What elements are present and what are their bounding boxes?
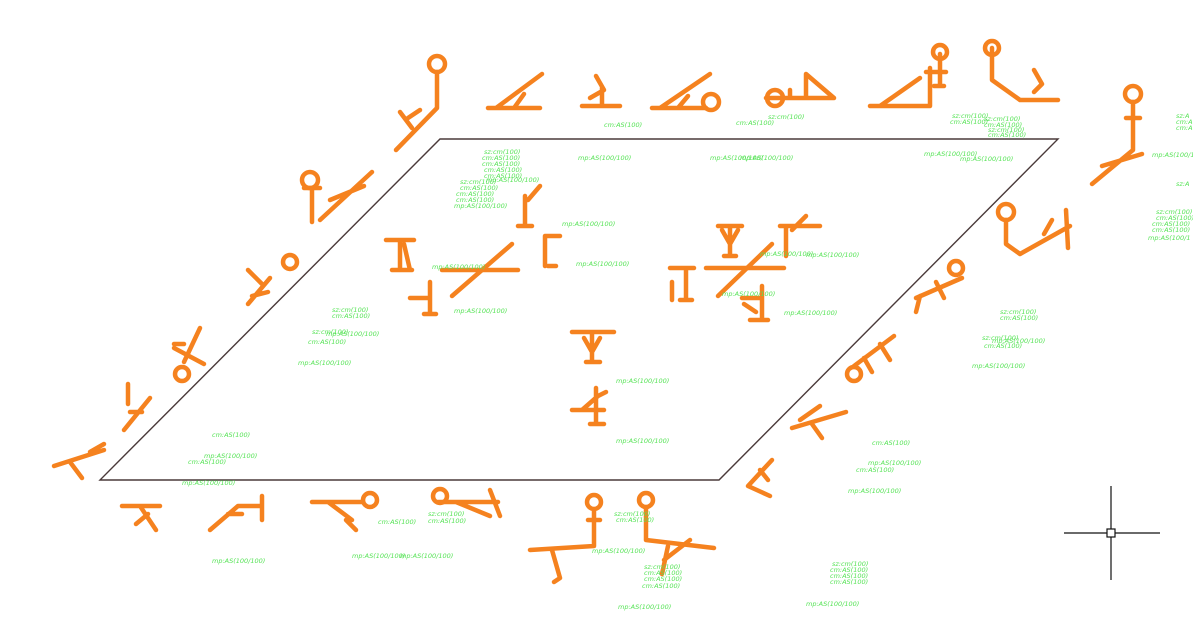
annotation-label: cm:A (1176, 118, 1193, 126)
right-top-fitting (1089, 83, 1145, 187)
annotation-label: mp:AS(100/100) (618, 603, 671, 611)
slab-outline (98, 138, 1060, 481)
top-edge-fittings (485, 38, 1061, 113)
annotation-label: mp:AS(100/100) (972, 362, 1025, 370)
annotation-label: mp:AS(100/100) (616, 437, 669, 445)
annotation-label: cm:AS(100) (460, 184, 498, 192)
pipe-group-right (667, 213, 823, 323)
annotation-label: cm:A (1176, 124, 1193, 132)
annotation-label: cm:AS(100) (428, 517, 466, 525)
annotation-label: mp:AS(100/100) (740, 154, 793, 162)
pipe-group-left (383, 183, 563, 317)
crosshair-box (1106, 528, 1116, 538)
annotation-label: cm:AS(100) (484, 172, 522, 180)
annotation-label: cm:AS(100) (830, 578, 868, 586)
annotation-label: sz:cm(100) (460, 178, 496, 186)
annotation-label: cm:AS(100) (482, 154, 520, 162)
annotation-label: mp:AS(100/100) (960, 155, 1013, 163)
annotation-label: mp:AS(100/100) (806, 600, 859, 608)
annotation-label: cm:AS(100) (456, 196, 494, 204)
annotation-label: cm:AS(100) (642, 582, 680, 590)
annotation-label: mp:AS(100/100) (486, 176, 539, 184)
pipe-fittings (51, 38, 1145, 585)
annotation-label: cm:AS(100) (188, 458, 226, 466)
annotation-label: cm:AS(100) (1152, 226, 1190, 234)
annotation-label: cm:AS(100) (856, 466, 894, 474)
annotation-label: mp:AS(100/100) (326, 330, 379, 338)
annotation-label: mp:AS(100/100) (212, 557, 265, 565)
annotation-label: mp:AS(100/100) (806, 251, 859, 259)
annotation-label: cm:AS(100) (984, 342, 1022, 350)
annotation-label: mp:AS(100/100) (454, 307, 507, 315)
annotation-label: cm:AS(100) (950, 118, 988, 126)
bottom-edge-fittings (119, 486, 717, 585)
annotation-label: mp:AS(100/100) (760, 250, 813, 258)
crosshair-cursor[interactable] (1064, 486, 1160, 580)
annotation-label: mp:AS(100/100) (992, 337, 1045, 345)
annotation-label: mp:AS(100/100) (562, 220, 615, 228)
annotation-label: mp:AS(100/100) (432, 263, 485, 271)
annotation-label: mp:AS(100/100) (616, 377, 669, 385)
annotation-label: mp:AS(100/100) (182, 479, 235, 487)
annotation-label: cm:AS(100) (1152, 220, 1190, 228)
annotation-label: mp:AS(100/100) (722, 290, 775, 298)
annotation-label: cm:AS(100) (988, 131, 1026, 139)
annotation-label: cm:AS(100) (984, 121, 1022, 129)
annotation-label: cm:AS(100) (736, 119, 774, 127)
annotation-label: sz:cm(100) (614, 510, 650, 518)
annotation-label: mp:AS(100/100) (454, 202, 507, 210)
annotation-label: sz:cm(100) (832, 560, 868, 568)
annotation-label: cm:AS(100) (378, 518, 416, 526)
annotation-label: cm:AS(100) (830, 572, 868, 580)
annotation-label: cm:AS(100) (644, 569, 682, 577)
annotation-label: cm:AS(100) (332, 312, 370, 320)
annotation-label: sz:cm(100) (988, 126, 1024, 134)
annotation-label: sz:A (1176, 180, 1189, 188)
annotation-label: mp:AS(100/100) (592, 547, 645, 555)
left-edge-fittings (51, 53, 448, 481)
annotation-label: sz:cm(100) (312, 328, 348, 336)
annotation-label: mp:AS(100/1 (1148, 234, 1191, 242)
annotation-label: cm:AS(100) (644, 575, 682, 583)
annotation-label: mp:AS(100/100) (204, 452, 257, 460)
annotation-label: cm:AS(100) (616, 516, 654, 524)
annotation-label: cm:AS(100) (482, 160, 520, 168)
annotation-label: sz:cm(100) (1000, 308, 1036, 316)
annotation-label: cm:AS(100) (484, 166, 522, 174)
annotation-label: sz:cm(100) (484, 148, 520, 156)
annotation-label: cm:AS(100) (456, 190, 494, 198)
annotation-label: mp:AS(100/100) (352, 552, 405, 560)
annotation-label: mp:AS(100/100) (784, 309, 837, 317)
center-fittings (569, 329, 617, 427)
annotation-label: mp:AS(100/100) (576, 260, 629, 268)
annotation-label: sz:cm(100) (952, 112, 988, 120)
annotation-label: sz:cm(100) (332, 306, 368, 314)
annotation-label: mp:AS(100/100) (400, 552, 453, 560)
annotation-label: sz:A (1176, 112, 1189, 120)
annotation-label: sz:cm(100) (644, 563, 680, 571)
annotation-labels: cm:AS(100)mp:AS(100/100)mp:AS(100/100)mp… (182, 112, 1193, 611)
annotation-label: cm:AS(100) (308, 338, 346, 346)
annotation-label: mp:AS(100/100) (924, 150, 977, 158)
annotation-label: cm:AS(100) (604, 121, 642, 129)
annotation-label: sz:cm(100) (982, 334, 1018, 342)
annotation-label: cm:AS(100) (212, 431, 250, 439)
annotation-label: mp:AS(100/1 (1152, 151, 1193, 159)
annotation-label: cm:AS(100) (872, 439, 910, 447)
annotation-label: sz:cm(100) (428, 510, 464, 518)
right-side-fittings (745, 201, 1073, 499)
annotation-label: mp:AS(100/100) (848, 487, 901, 495)
annotation-label: cm:AS(100) (1000, 314, 1038, 322)
annotation-label: sz:cm(100) (768, 113, 804, 121)
annotation-label: mp:AS(100/100) (298, 359, 351, 367)
annotation-label: mp:AS(100/100) (710, 154, 763, 162)
annotation-label: mp:AS(100/100) (868, 459, 921, 467)
annotation-label: sz:cm(100) (984, 115, 1020, 123)
annotation-label: sz:cm(100) (1156, 208, 1192, 216)
annotation-label: cm:AS(100) (830, 566, 868, 574)
annotation-label: mp:AS(100/100) (578, 154, 631, 162)
annotation-label: cm:AS(100) (1156, 214, 1193, 222)
